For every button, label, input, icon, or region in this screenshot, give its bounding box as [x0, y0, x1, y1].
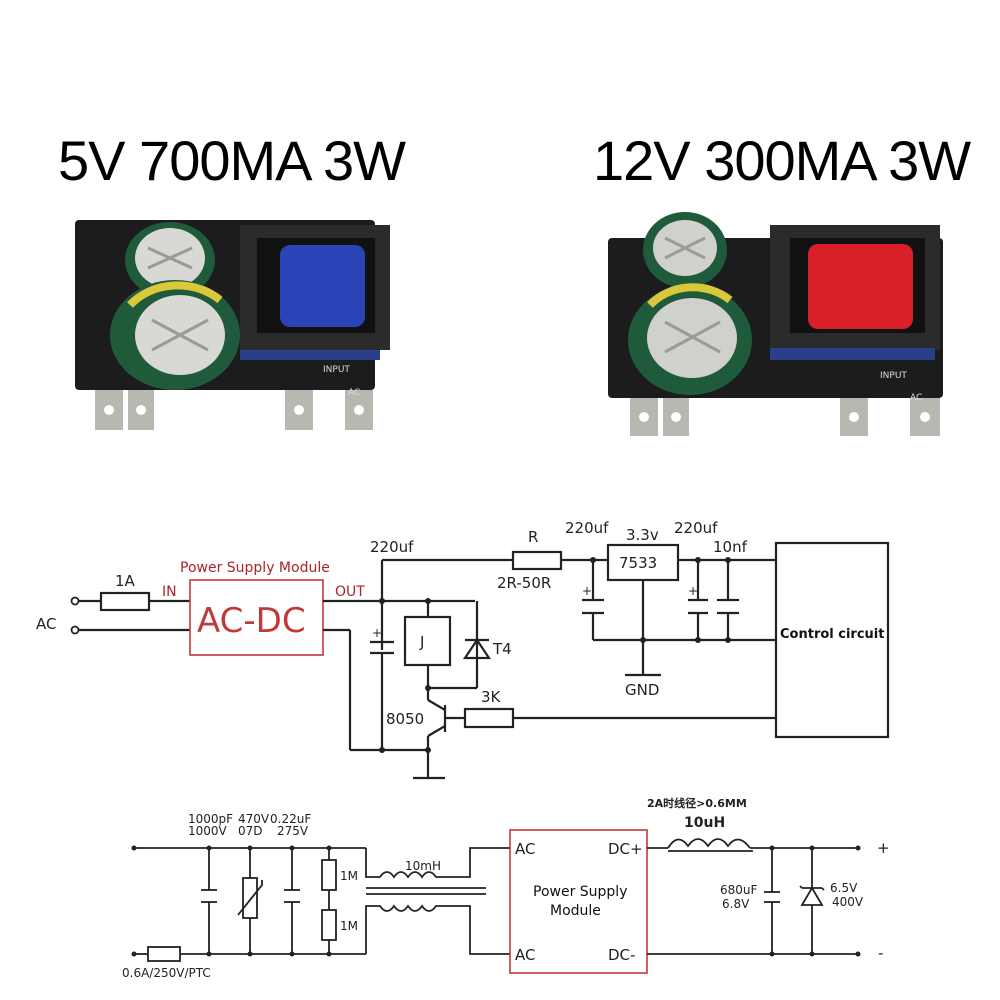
- res1-label: 1M: [340, 869, 358, 883]
- resistor-label: R: [528, 528, 538, 546]
- relay-j: [403, 615, 452, 667]
- tvs-voltage-2: 400V: [832, 895, 864, 909]
- board-label-input: INPUT: [323, 365, 350, 375]
- schematic-relay-control: AC 1A IN Power Supply Module AC-DC OUT 2…: [36, 519, 890, 780]
- varistor-code: 07D: [238, 824, 263, 838]
- transformer-coil: [808, 244, 913, 329]
- board-label-ac: AC: [910, 393, 922, 403]
- terminal-pins: [630, 398, 940, 436]
- module-dc-plus: DC+: [608, 840, 643, 858]
- inductor-10uh: [667, 838, 751, 849]
- base-resistor-label: 3K: [481, 688, 502, 706]
- product-title-12v: 12V 300MA 3W: [593, 129, 971, 192]
- product-photo-5v: INPUT AC: [75, 220, 390, 430]
- inductor-label: 10uH: [684, 815, 725, 831]
- cap1-value: 1000pF: [188, 812, 233, 826]
- ac-input-label: AC: [36, 615, 56, 633]
- gnd-label: GND: [625, 681, 659, 699]
- module-text: AC-DC: [197, 601, 306, 641]
- common-mode-choke: [365, 847, 490, 955]
- bleeder-resistors: [321, 845, 337, 957]
- capacitor-large: [110, 280, 240, 390]
- control-circuit-label: Control circuit: [780, 627, 884, 642]
- resistor-value: 2R-50R: [497, 574, 551, 592]
- transistor-8050: [427, 699, 446, 711]
- module-ac2: AC: [515, 946, 535, 964]
- fuse-label: 0.6A/250V/PTC: [122, 966, 211, 980]
- resistor-r: [511, 550, 563, 571]
- cap2-voltage: 275V: [277, 824, 309, 838]
- plus-label: +: [877, 839, 890, 857]
- capacitor-large: [628, 283, 752, 395]
- fuse-label: 1A: [115, 572, 136, 590]
- cap-main-label: 220uf: [370, 538, 414, 556]
- diode-t4: [462, 638, 492, 660]
- module-text-line1: Power Supply: [533, 884, 628, 900]
- wire-note: 2A时线径>0.6MM: [647, 796, 747, 810]
- varistor: [237, 845, 263, 957]
- varistor-voltage: 470V: [238, 812, 270, 826]
- ac-terminal-2: [70, 625, 80, 635]
- transformer-coil: [280, 245, 365, 327]
- power-supply-module: [509, 829, 648, 974]
- out-label: OUT: [335, 584, 365, 600]
- transformer: [240, 225, 390, 350]
- product-photo-12v: INPUT AC: [608, 212, 943, 436]
- cap-in-label: 220uf: [565, 519, 609, 537]
- ac-terminal-1: [70, 596, 80, 606]
- control-circuit-block: [774, 541, 890, 739]
- cap-out-label: 220uf: [674, 519, 718, 537]
- out-cap-voltage: 6.8V: [722, 897, 750, 911]
- svg-text:+: +: [372, 626, 382, 640]
- module-text-line2: Module: [550, 903, 601, 919]
- terminal-pins: [95, 390, 373, 430]
- ptc-fuse: [147, 946, 181, 962]
- minus-label: -: [878, 944, 883, 962]
- x-capacitor-0.22uf: [284, 845, 300, 957]
- product-title-5v: 5V 700MA 3W: [58, 129, 406, 192]
- transistor-label: 8050: [386, 710, 424, 728]
- output-capacitor: [764, 845, 780, 957]
- regulator-label: 7533: [619, 554, 657, 572]
- cap-ceramic-label: 10nf: [713, 538, 748, 556]
- svg-text:+: +: [582, 584, 592, 598]
- tvs-diode: [799, 845, 825, 957]
- base-resistor-3k: [463, 707, 515, 729]
- capacitor-small: [643, 212, 727, 288]
- tvs-voltage-1: 6.5V: [830, 881, 858, 895]
- fuse-1a: [99, 591, 151, 612]
- relay-label: J: [419, 633, 424, 651]
- svg-text:+: +: [688, 584, 698, 598]
- transformer: [770, 225, 940, 350]
- module-ac1: AC: [515, 840, 535, 858]
- board-label-input: INPUT: [880, 371, 907, 381]
- module-title: Power Supply Module: [180, 560, 330, 576]
- schematic-emi-filter: 0.6A/250V/PTC 1000pF 1000V 470V 07D 0.22…: [122, 796, 890, 980]
- output-terminal-plus: [855, 845, 861, 851]
- ac-dc-module: [189, 579, 324, 656]
- x-capacitor-1000pf: [201, 845, 217, 957]
- capacitor-small: [125, 222, 215, 298]
- cap2-value: 0.22uF: [270, 812, 311, 826]
- choke-label: 10mH: [405, 859, 441, 873]
- reg-voltage-label: 3.3v: [626, 526, 659, 544]
- board-label-ac: AC: [348, 388, 360, 398]
- cap1-voltage: 1000V: [188, 824, 228, 838]
- module-dc-minus: DC-: [608, 946, 635, 964]
- diode-label: T4: [492, 640, 512, 658]
- output-terminal-minus: [855, 951, 861, 957]
- res2-label: 1M: [340, 919, 358, 933]
- in-label: IN: [162, 584, 177, 600]
- out-cap-value: 680uF: [720, 883, 758, 897]
